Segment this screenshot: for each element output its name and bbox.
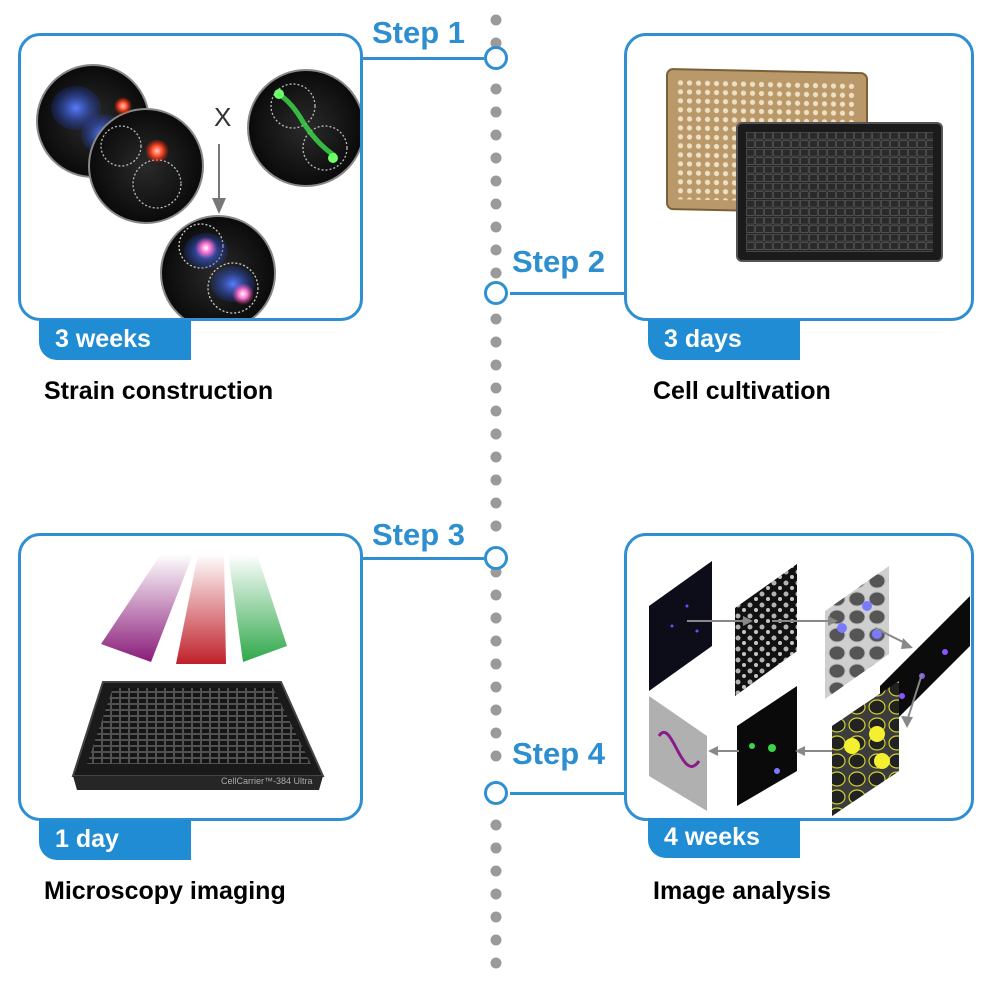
timeline-dot <box>490 106 502 118</box>
timeline-dot <box>490 658 502 670</box>
step-3-connector <box>360 557 484 560</box>
plate-label: CellCarrier™-384 Ultra <box>221 776 313 786</box>
microscopy-imaging-panel: CellCarrier™-384 Ultra <box>18 533 363 821</box>
timeline-dot <box>490 612 502 624</box>
timeline-dot <box>490 704 502 716</box>
timeline-dot <box>490 589 502 601</box>
timeline-dot <box>490 842 502 854</box>
timeline-dot <box>490 474 502 486</box>
step-4-connector <box>510 792 625 795</box>
timeline-dot <box>490 267 502 279</box>
step-1-connector <box>360 57 484 60</box>
step-1-caption: Strain construction <box>44 377 274 405</box>
timeline-dot <box>490 520 502 532</box>
step-3-node <box>484 546 508 570</box>
timeline-dot <box>490 129 502 141</box>
timeline-dot <box>490 152 502 164</box>
step-2-connector <box>510 292 625 295</box>
timeline-dot <box>490 198 502 210</box>
timeline-dot <box>490 405 502 417</box>
timeline-dot <box>490 428 502 440</box>
timeline-dot <box>490 681 502 693</box>
step-3-label: Step 3 <box>372 517 466 552</box>
timeline-dot <box>490 313 502 325</box>
step-4-node <box>484 781 508 805</box>
step-2-duration-badge: 3 days <box>648 320 800 360</box>
timeline-dot <box>490 865 502 877</box>
step-4-label: Step 4 <box>512 736 606 771</box>
timeline-dot <box>490 750 502 762</box>
microscopy-imaging-illustration: CellCarrier™-384 Ultra <box>71 554 325 790</box>
timeline-dot <box>490 635 502 647</box>
timeline-dot <box>490 14 502 26</box>
step-3-caption: Microscopy imaging <box>44 877 286 905</box>
step-4-duration-badge: 4 weeks <box>648 818 800 858</box>
step-2-node <box>484 281 508 305</box>
step-2-caption: Cell cultivation <box>653 377 831 405</box>
timeline-dot <box>490 37 502 49</box>
step-2-label: Step 2 <box>512 244 606 279</box>
timeline-dot <box>490 359 502 371</box>
cell-cultivation-panel <box>624 33 974 321</box>
timeline-dot <box>490 451 502 463</box>
timeline-dot <box>490 497 502 509</box>
timeline-dot <box>490 83 502 95</box>
timeline-dot <box>490 957 502 969</box>
timeline-dot <box>490 221 502 233</box>
step-1-node <box>484 46 508 70</box>
strain-construction-illustration: X <box>36 64 360 318</box>
strain-construction-panel: X <box>18 33 363 321</box>
timeline-dot <box>490 911 502 923</box>
timeline-dot <box>490 727 502 739</box>
cross-symbol: X <box>214 102 231 132</box>
timeline-dot <box>490 888 502 900</box>
timeline-dot <box>490 244 502 256</box>
step-1-label: Step 1 <box>372 15 466 50</box>
step-3-duration-badge: 1 day <box>39 820 191 860</box>
cell-cultivation-illustration <box>666 68 943 262</box>
image-analysis-panel <box>624 533 974 821</box>
timeline-dot <box>490 934 502 946</box>
timeline-dot <box>490 382 502 394</box>
timeline-dot <box>490 336 502 348</box>
step-1-duration-badge: 3 weeks <box>39 320 191 360</box>
image-analysis-illustration <box>649 561 970 816</box>
step-4-caption: Image analysis <box>653 877 831 905</box>
timeline-dot <box>490 819 502 831</box>
timeline-dot <box>490 175 502 187</box>
